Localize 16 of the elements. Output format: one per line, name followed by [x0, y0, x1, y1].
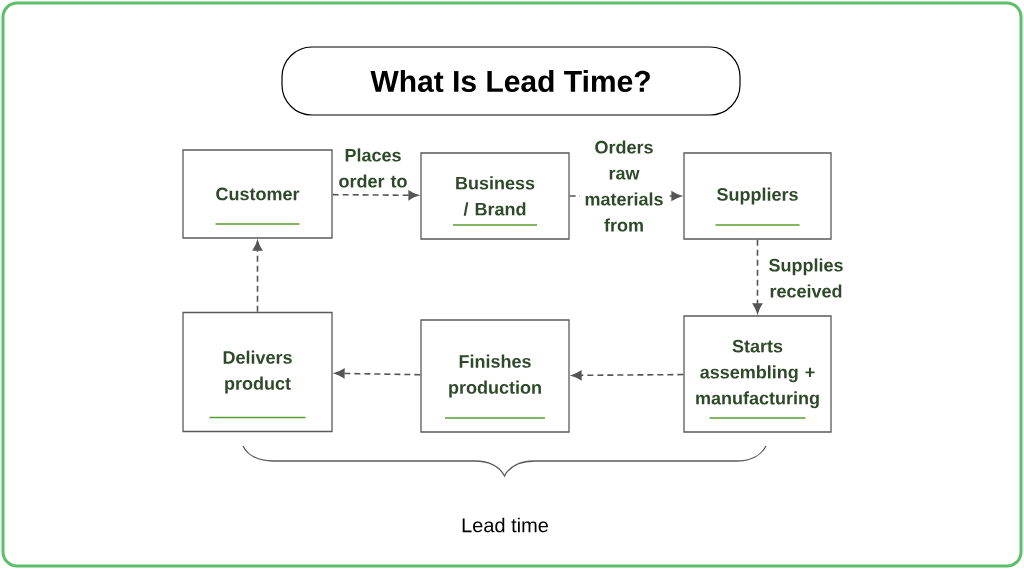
title-box: What Is Lead Time?	[281, 46, 741, 116]
arrow	[752, 238, 763, 314]
arrow	[571, 370, 685, 381]
process-box: Delivers product	[182, 311, 333, 433]
process-box: Business / Brand	[420, 152, 570, 240]
edge-label: Places order to	[333, 148, 413, 188]
arrow	[334, 368, 422, 379]
arrow	[252, 240, 263, 313]
bracket-label: Lead time	[462, 517, 548, 533]
arrow	[331, 190, 419, 200]
process-box: Suppliers	[683, 152, 832, 240]
process-box: Finishes production	[420, 319, 570, 433]
edge-label: Orders raw materials from	[580, 140, 668, 232]
process-box: Starts assembling + manufacturing	[683, 315, 832, 433]
process-box: Customer	[182, 149, 333, 239]
edge-label: Supplies received	[761, 258, 851, 298]
